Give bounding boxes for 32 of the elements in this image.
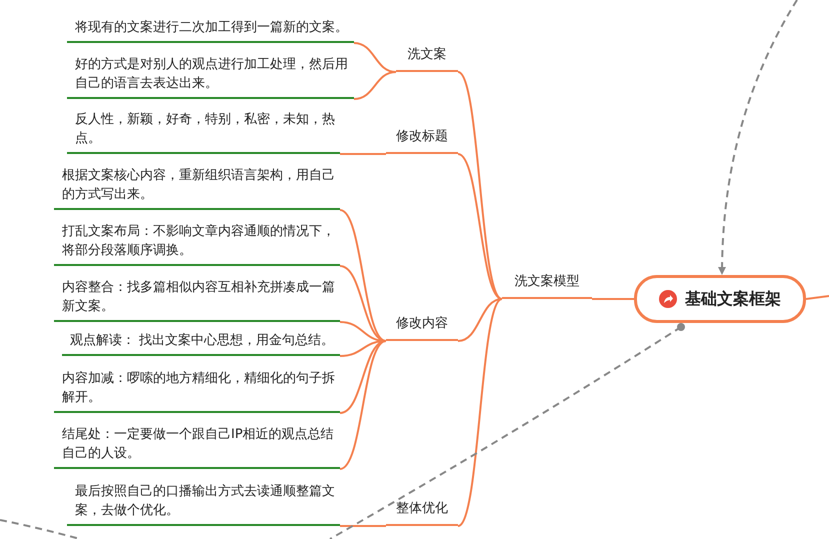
branch-topic: 整体优化 (386, 500, 458, 526)
branch-topic: 洗文案 (396, 46, 458, 72)
branch-line (340, 340, 386, 470)
root-title: 基础文案框架 (685, 288, 781, 310)
branch-line (354, 71, 396, 100)
branch-line (340, 525, 386, 527)
leaf-topic: 观点解读： 找出文案中心思想，用金句总结。 (62, 330, 340, 356)
root-topic (634, 275, 806, 323)
branch-line (457, 71, 503, 300)
branch-line (458, 298, 502, 342)
leaf-topic: 将现有的文案进行二次加工得到一篇新的文案。 (67, 10, 354, 43)
leaf-topic: 内容加减：啰嗦的地方精细化，精细化的句子拆解开。 (54, 368, 340, 413)
leaf-topic: 好的方式是对别人的观点进行加工处理，然后用自己的语言去表达出来。 (67, 55, 354, 99)
branch-line (340, 265, 386, 342)
leaf-topic: 反人性，新颖，好奇，特别，私密，未知，热点。 (67, 108, 340, 154)
branch-line (806, 295, 829, 300)
branch-topic: 修改标题 (386, 128, 458, 154)
branch-line (458, 153, 502, 300)
branch-line (592, 298, 634, 300)
leaf-topic: 根据文案核心内容，重新组织语言架构，用自己的方式写出来。 (54, 166, 340, 210)
leaf-topic: 结尾处：一定要做一个跟自己IP相近的观点总结自己的人设。 (54, 424, 340, 469)
branch-line (340, 340, 386, 357)
branch-topic: 洗文案模型 (502, 273, 592, 299)
branch-line (457, 298, 503, 527)
branch-topic: 修改内容 (386, 315, 458, 341)
branch-line (340, 340, 386, 414)
dashed-arrow (718, 0, 798, 275)
branch-line (340, 153, 386, 155)
leaf-topic: 打乱文案布局：不影响文章内容通顺的情况下，将部分段落顺序调换。 (54, 221, 340, 266)
leaf-topic: 内容整合：找多篇相似内容互相补充拼凑成一篇新文案。 (54, 277, 340, 322)
branch-line (340, 209, 386, 342)
leaf-topic: 最后按照自己的口播输出方式去读通顺整篇文案，去做个优化。 (67, 482, 340, 526)
